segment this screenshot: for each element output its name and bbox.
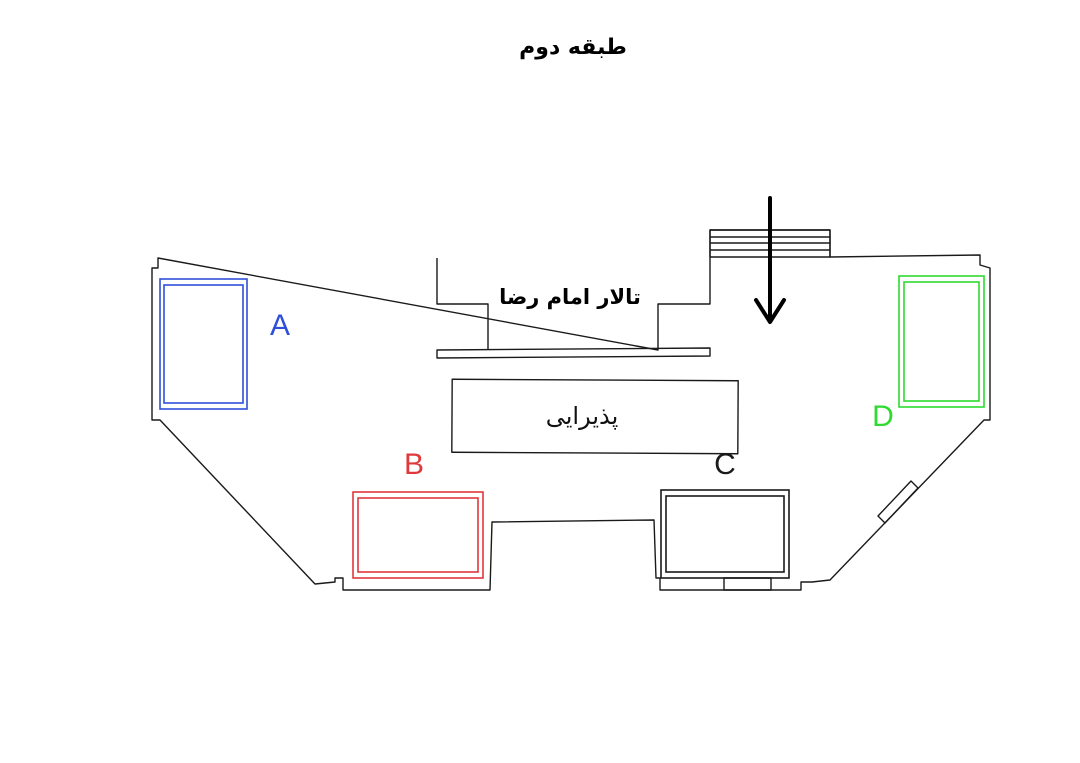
down-arrow-icon bbox=[754, 196, 786, 324]
zone-label-c: C bbox=[714, 448, 736, 481]
reception-counter bbox=[451, 378, 739, 455]
hall-label: تالار امام رضا bbox=[499, 285, 641, 309]
zone-label-b: B bbox=[404, 448, 424, 481]
bottom-window bbox=[723, 577, 772, 591]
floor-title: طبقه دوم bbox=[519, 35, 627, 60]
zone-d: D bbox=[872, 275, 985, 433]
zone-c: C bbox=[660, 448, 790, 579]
hall-partition bbox=[436, 347, 711, 359]
reception-label: پذیرایی bbox=[546, 402, 619, 430]
outer-wall bbox=[151, 229, 991, 591]
zone-label-a: A bbox=[270, 309, 290, 342]
zone-a: A bbox=[159, 278, 290, 410]
zone-b: B bbox=[352, 448, 484, 579]
zone-label-d: D bbox=[872, 400, 894, 433]
window-detail bbox=[877, 480, 919, 524]
